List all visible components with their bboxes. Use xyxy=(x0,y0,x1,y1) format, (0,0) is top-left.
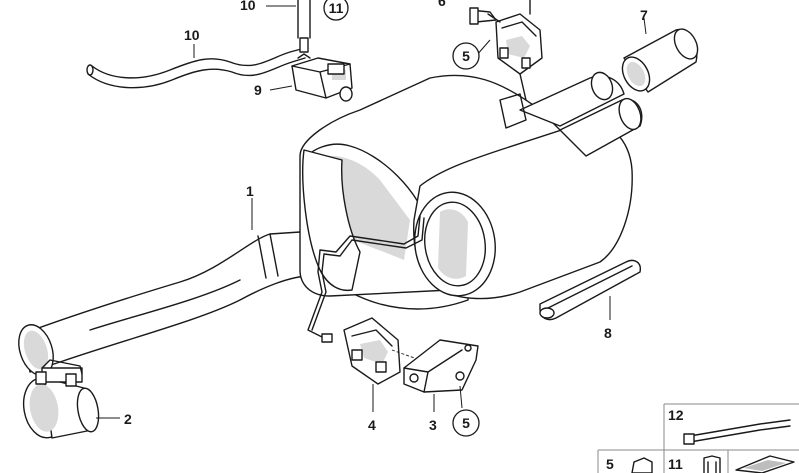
callout-2: 2 xyxy=(124,411,132,427)
bracket-rod xyxy=(307,215,425,343)
clip-icon xyxy=(703,455,721,473)
callout-7: 7 xyxy=(640,7,648,23)
leader-lines xyxy=(96,0,647,419)
bolt-part-6[interactable] xyxy=(469,7,501,25)
callout-3: 3 xyxy=(429,417,437,433)
legend-label-5: 5 xyxy=(606,456,614,472)
callout-5-bottom: 5 xyxy=(452,409,480,437)
callout-10-left: 10 xyxy=(184,27,200,43)
callout-11-top: 11 xyxy=(323,0,349,21)
legend-label-12: 12 xyxy=(668,407,684,423)
pipe-sleeve-part-7[interactable] xyxy=(617,25,702,95)
callout-1: 1 xyxy=(246,183,254,199)
callout-6: 6 xyxy=(438,0,446,9)
rear-muffler-body[interactable] xyxy=(299,74,633,301)
callout-8: 8 xyxy=(604,325,612,341)
clamp-part-2[interactable] xyxy=(19,359,102,441)
cutting-tool-icon xyxy=(735,455,795,473)
rubber-mount-part-4[interactable] xyxy=(343,317,421,385)
legend-label-11: 11 xyxy=(668,456,683,472)
svg-text:11: 11 xyxy=(329,0,344,16)
rubber-mount-upper[interactable] xyxy=(495,0,543,101)
svg-text:5: 5 xyxy=(462,415,470,431)
legend-panel: 12 5 11 xyxy=(597,403,799,473)
tail-pipes[interactable] xyxy=(499,69,645,157)
mount-bracket-part-3[interactable] xyxy=(403,339,479,393)
nut-icon xyxy=(631,457,653,473)
heat-shield-part-8[interactable] xyxy=(539,259,641,321)
cable-tie-icon xyxy=(683,419,791,445)
callout-4: 4 xyxy=(368,417,376,433)
callout-5-top: 5 xyxy=(452,42,480,70)
vacuum-hose-part-10[interactable] xyxy=(86,47,306,89)
svg-text:5: 5 xyxy=(462,48,470,64)
vacuum-valve-part-9[interactable] xyxy=(291,53,353,102)
callout-10-top: 10 xyxy=(240,0,256,13)
vacuum-pipe-part-10-top[interactable] xyxy=(297,0,311,53)
callout-9: 9 xyxy=(254,82,262,98)
